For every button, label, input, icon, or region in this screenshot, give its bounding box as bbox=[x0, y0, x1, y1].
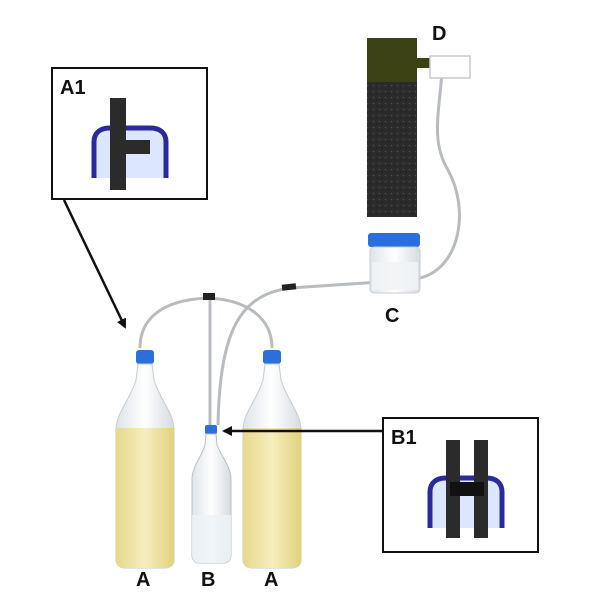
filter-outlet bbox=[429, 55, 471, 79]
label-bottle-left: A bbox=[136, 569, 150, 591]
arrow-a1 bbox=[62, 199, 127, 329]
tube-valve bbox=[281, 283, 297, 291]
bottle-center bbox=[191, 425, 232, 564]
bottle-right-cap bbox=[263, 350, 281, 364]
filter-body bbox=[367, 82, 417, 217]
inset-b1: B1 bbox=[382, 417, 539, 553]
tube-left bbox=[138, 296, 209, 349]
label-jar: C bbox=[385, 305, 399, 327]
tube-to-jar bbox=[216, 280, 381, 426]
bottle-right bbox=[242, 350, 302, 569]
inset-a1-label: A1 bbox=[60, 77, 86, 99]
label-bottle-center: B bbox=[201, 569, 215, 591]
tube-connector bbox=[203, 293, 215, 300]
label-bottle-right: A bbox=[264, 569, 278, 591]
inset-b1-label: B1 bbox=[391, 427, 417, 449]
bottle-center-cap bbox=[205, 425, 217, 434]
bottle-left-liquid bbox=[116, 428, 174, 568]
inset-a1: A1 bbox=[51, 67, 208, 200]
bottle-left-cap bbox=[136, 350, 154, 364]
jar-lid bbox=[368, 233, 420, 247]
tube-jar-to-filter bbox=[419, 69, 461, 280]
tube-right bbox=[207, 296, 274, 349]
bottle-left bbox=[115, 350, 175, 569]
filter-nozzle bbox=[417, 58, 431, 68]
jar bbox=[368, 233, 421, 294]
label-filter: D bbox=[432, 23, 446, 45]
tubing bbox=[138, 69, 461, 426]
filter bbox=[367, 38, 471, 217]
filter-cap bbox=[367, 38, 417, 82]
bottle-right-liquid bbox=[243, 428, 301, 568]
